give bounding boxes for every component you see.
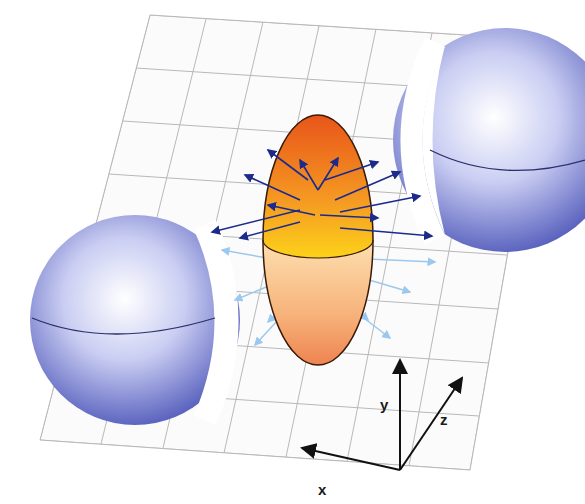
axis-label: y <box>380 397 388 412</box>
axes <box>302 360 462 470</box>
right-electrode <box>393 28 585 252</box>
ion-cloud <box>263 115 373 365</box>
left-electrode <box>30 215 240 425</box>
axis-label: z <box>440 412 448 427</box>
axis-label: x <box>318 482 326 497</box>
